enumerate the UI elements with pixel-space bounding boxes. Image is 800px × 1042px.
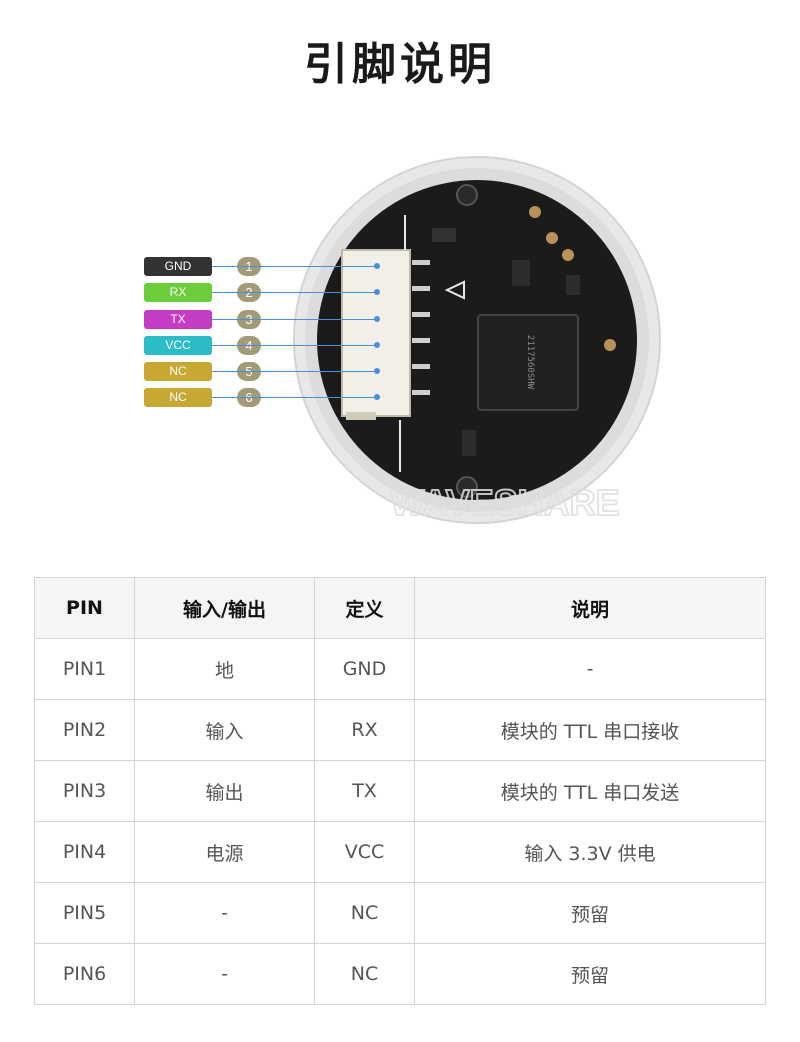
lead-line (212, 266, 378, 267)
pin-label-nc-5: NC (144, 362, 212, 381)
cell-pin: PIN5 (34, 882, 135, 944)
module-board-graphic: 2117560SHW WAVESHARE (293, 156, 661, 524)
cell-io: 输入 (134, 699, 315, 761)
pin-label-tx: TX (144, 310, 212, 329)
pin-label-nc-6: NC (144, 388, 212, 407)
cell-io: - (134, 882, 315, 944)
cell-description: 输入 3.3V 供电 (414, 821, 766, 883)
cell-definition: RX (314, 699, 415, 761)
chip-marking: 2117560SHW (525, 335, 535, 390)
pad (604, 339, 616, 351)
table-row: PIN2 输入 RX 模块的 TTL 串口接收 (34, 699, 766, 761)
table-row: PIN5 - NC 预留 (34, 882, 766, 944)
table-header-row: PIN 输入/输出 定义 说明 (34, 577, 766, 639)
pin-label-vcc: VCC (144, 336, 212, 355)
lead-dot (374, 263, 380, 269)
cell-description: 预留 (414, 882, 766, 944)
smd-component (566, 275, 580, 295)
table-row: PIN4 电源 VCC 输入 3.3V 供电 (34, 821, 766, 883)
lead-dot (374, 368, 380, 374)
cell-description: 模块的 TTL 串口接收 (414, 699, 766, 761)
cell-description: 预留 (414, 943, 766, 1005)
lead-dot (374, 342, 380, 348)
cell-definition: NC (314, 882, 415, 944)
header-definition: 定义 (314, 577, 415, 639)
table-row: PIN6 - NC 预留 (34, 943, 766, 1005)
cell-io: 输出 (134, 760, 315, 822)
lead-line (212, 292, 378, 293)
cell-description: 模块的 TTL 串口发送 (414, 760, 766, 822)
pin-label-rx: RX (144, 283, 212, 302)
cell-pin: PIN1 (34, 638, 135, 700)
lead-dot (374, 289, 380, 295)
pad (529, 206, 541, 218)
lead-line (212, 319, 378, 320)
header-pin: PIN (34, 577, 135, 639)
table-row: PIN3 输出 TX 模块的 TTL 串口发送 (34, 760, 766, 822)
6-pin-connector (341, 249, 411, 417)
page-title: 引脚说明 (304, 39, 496, 90)
pad (546, 232, 558, 244)
lead-line (212, 371, 378, 372)
table-row: PIN1 地 GND - (34, 638, 766, 700)
header-io: 输入/输出 (134, 577, 315, 639)
pin1-marker-icon (444, 280, 465, 300)
header-description: 说明 (414, 577, 766, 639)
cell-definition: NC (314, 943, 415, 1005)
screw-bottom (456, 476, 478, 498)
cell-definition: TX (314, 760, 415, 822)
sensor-chip (477, 314, 579, 411)
smd-component (512, 260, 530, 286)
cell-definition: VCC (314, 821, 415, 883)
pin-description-table: PIN 输入/输出 定义 说明 PIN1 地 GND - PIN2 输入 RX … (34, 577, 766, 1005)
module-illustration: 2117560SHW WAVESHARE GND RX TX VCC NC NC… (0, 150, 800, 550)
lead-line (212, 397, 378, 398)
cell-definition: GND (314, 638, 415, 700)
pin-label-gnd: GND (144, 257, 212, 276)
connector-latch (346, 412, 376, 420)
cell-pin: PIN2 (34, 699, 135, 761)
cell-pin: PIN4 (34, 821, 135, 883)
screw-top (456, 184, 478, 206)
lead-dot (374, 316, 380, 322)
smd-component (432, 228, 456, 242)
smd-component (462, 430, 476, 456)
cell-io: 电源 (134, 821, 315, 883)
lead-dot (374, 394, 380, 400)
pad (562, 249, 574, 261)
cell-pin: PIN3 (34, 760, 135, 822)
cell-description: - (414, 638, 766, 700)
cell-io: - (134, 943, 315, 1005)
lead-line (212, 345, 378, 346)
watermark: WAVESHARE (390, 482, 619, 523)
cell-pin: PIN6 (34, 943, 135, 1005)
cell-io: 地 (134, 638, 315, 700)
connector-contacts (412, 260, 430, 395)
